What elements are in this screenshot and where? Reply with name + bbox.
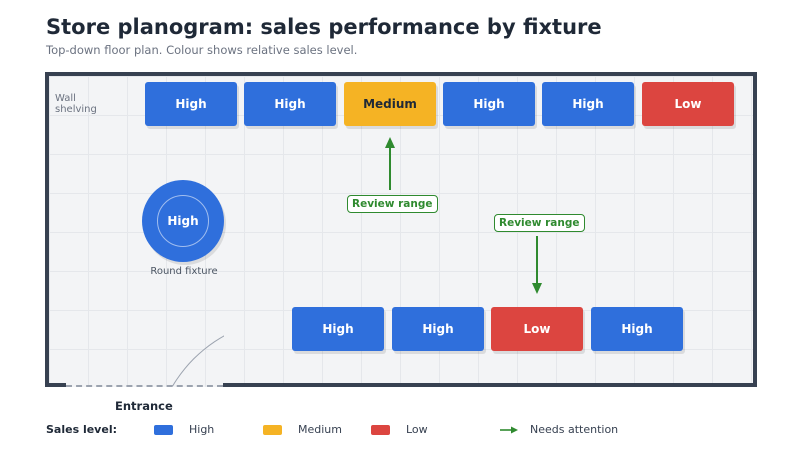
legend-label: Low: [406, 423, 428, 436]
fixture-label: High: [422, 322, 454, 336]
fixture-label: Low: [674, 97, 702, 111]
legend-label: Needs attention: [530, 423, 619, 436]
wall-shelving-label: Wall shelving: [55, 93, 97, 115]
review-range-callout-2: Review range: [494, 214, 585, 232]
round-fixture[interactable]: High: [142, 180, 224, 262]
wall-fixture-3[interactable]: Medium: [344, 82, 436, 126]
fixture-label: High: [167, 214, 199, 228]
bottom-wall-right: [223, 383, 756, 387]
attention-arrow-icon: [500, 426, 518, 433]
entrance-label: Entrance: [115, 399, 173, 413]
door-swing-arc: [153, 318, 224, 386]
door-swing: [150, 315, 224, 386]
low-swatch: [371, 424, 390, 435]
fixture-label: High: [274, 97, 306, 111]
fixture-label: High: [572, 97, 604, 111]
fixture-label: High: [621, 322, 653, 336]
legend-item-attention: Needs attention: [500, 423, 618, 436]
high-swatch: [154, 424, 173, 435]
legend-item-low: Low: [371, 423, 428, 436]
floor-fixture-4[interactable]: High: [591, 307, 683, 351]
bottom-wall-left: [45, 383, 66, 387]
review-range-callout-1: Review range: [347, 195, 438, 213]
fixture-label: Low: [523, 322, 551, 336]
floor-fixture-3[interactable]: Low: [491, 307, 583, 351]
wall-fixture-1[interactable]: High: [145, 82, 237, 126]
diagram-title: Store planogram: sales performance by fi…: [46, 15, 602, 39]
wall-fixture-2[interactable]: High: [244, 82, 336, 126]
diagram-subtitle: Top-down floor plan. Colour shows relati…: [46, 43, 358, 57]
round-fixture-caption: Round fixture: [150, 266, 218, 277]
legend-item-high: High: [154, 423, 214, 436]
wall-fixture-4[interactable]: High: [443, 82, 535, 126]
legend-item-medium: Medium: [263, 423, 342, 436]
fixture-label: Medium: [363, 97, 417, 111]
medium-swatch: [263, 424, 282, 435]
wall-fixture-6[interactable]: Low: [642, 82, 734, 126]
legend-label: High: [189, 423, 215, 436]
entrance-threshold: [66, 385, 223, 387]
fixture-label: High: [175, 97, 207, 111]
fixture-label: High: [322, 322, 354, 336]
round-fixture-inner-ring: High: [157, 195, 209, 247]
legend: Sales level: High Medium Low Needs atten…: [46, 423, 746, 437]
floor-fixture-1[interactable]: High: [292, 307, 384, 351]
legend-title: Sales level:: [46, 423, 117, 436]
legend-label: Medium: [298, 423, 342, 436]
floor-fixture-2[interactable]: High: [392, 307, 484, 351]
store-floor-plan: [45, 72, 757, 387]
fixture-label: High: [473, 97, 505, 111]
wall-fixture-5[interactable]: High: [542, 82, 634, 126]
